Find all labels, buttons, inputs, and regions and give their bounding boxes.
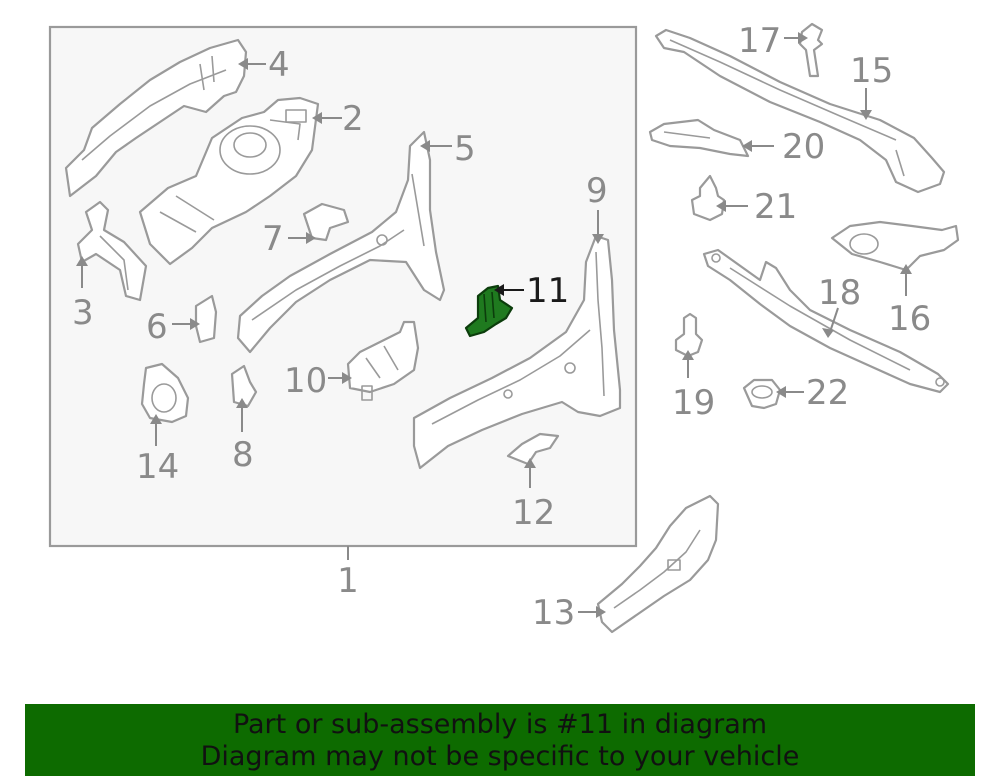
part-15[interactable] <box>654 28 946 194</box>
callout-10[interactable]: 10 <box>284 361 327 401</box>
part-11[interactable] <box>464 284 514 338</box>
callout-22[interactable]: 22 <box>806 373 849 413</box>
part-20[interactable] <box>648 118 750 158</box>
part-8[interactable] <box>230 364 258 408</box>
callout-9[interactable]: 9 <box>586 171 608 211</box>
callout-21[interactable]: 21 <box>754 187 797 227</box>
leader-arrowheads <box>76 32 912 618</box>
part-18[interactable] <box>702 248 950 394</box>
part-17[interactable] <box>798 22 824 78</box>
part-5[interactable] <box>236 130 446 354</box>
part-4[interactable] <box>64 38 248 198</box>
callout-2[interactable]: 2 <box>342 99 364 139</box>
part-16[interactable] <box>830 220 960 272</box>
part-9[interactable] <box>412 234 622 470</box>
callout-15[interactable]: 15 <box>850 51 893 91</box>
callout-19[interactable]: 19 <box>672 383 715 423</box>
callout-11[interactable]: 11 <box>526 271 569 311</box>
callout-18[interactable]: 18 <box>818 273 861 313</box>
part-6[interactable] <box>194 294 218 344</box>
footer-line-1: Part or sub-assembly is #11 in diagram <box>232 709 768 740</box>
part-22[interactable] <box>742 378 782 410</box>
callout-7[interactable]: 7 <box>262 219 284 259</box>
part-21[interactable] <box>690 174 726 222</box>
part-2[interactable] <box>138 96 320 266</box>
callout-8[interactable]: 8 <box>232 435 254 475</box>
callout-14[interactable]: 14 <box>136 447 179 487</box>
footer-line-2: Diagram may not be specific to your vehi… <box>200 741 800 772</box>
callout-4[interactable]: 4 <box>268 45 290 85</box>
callout-1[interactable]: 1 <box>337 561 359 601</box>
part-3[interactable] <box>76 200 148 302</box>
callout-5[interactable]: 5 <box>454 129 476 169</box>
callout-6[interactable]: 6 <box>146 307 168 347</box>
callout-3[interactable]: 3 <box>72 293 94 333</box>
leader-18 <box>829 307 839 333</box>
callout-16[interactable]: 16 <box>888 299 931 339</box>
callout-13[interactable]: 13 <box>532 593 575 633</box>
callout-12[interactable]: 12 <box>512 493 555 533</box>
parts-diagram: 1 2 3 4 5 6 7 8 9 10 11 12 13 14 15 16 1… <box>48 21 960 634</box>
callout-17[interactable]: 17 <box>738 21 781 61</box>
footer-banner: Part or sub-assembly is #11 in diagram D… <box>25 704 975 776</box>
part-13[interactable] <box>596 494 720 634</box>
callout-20[interactable]: 20 <box>782 127 825 167</box>
part-10[interactable] <box>346 320 420 401</box>
part-14[interactable] <box>140 362 190 424</box>
part-19[interactable] <box>674 312 704 358</box>
leader-arrowhead-11 <box>494 284 504 296</box>
